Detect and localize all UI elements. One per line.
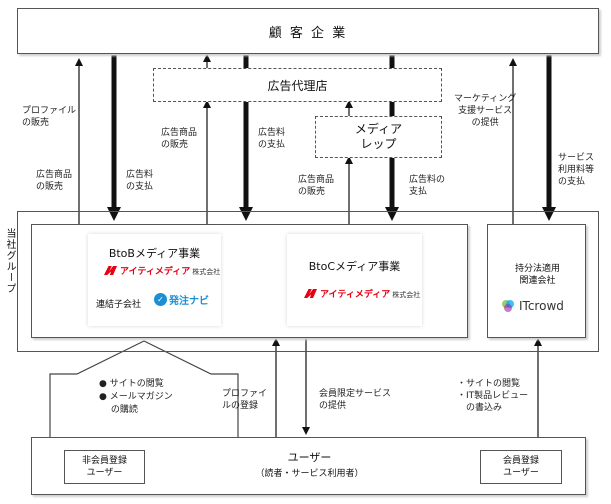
btob-itmedia-logo: アイティメディア株式会社 — [104, 264, 220, 277]
non-member-label: 非会員登録 ユーザー — [81, 456, 127, 478]
btoc-title: BtoCメディア事業 — [308, 260, 401, 273]
label-site-browse: ● サイトの閲覧 ● メールマガジン の購読 — [99, 379, 173, 415]
group-outer-box — [17, 211, 599, 352]
label-ad-product-sale-2: 広告商品 の販売 — [161, 128, 198, 150]
btob-logo-text: アイティメディア — [120, 267, 191, 277]
label-marketing: マーケティング 支援サービス の提供 — [454, 94, 517, 128]
btoc-logo-text: アイティメディア — [320, 290, 391, 300]
itmedia-logo-icon — [104, 266, 117, 275]
affiliate-title: 持分法適用 関連会社 — [514, 264, 560, 286]
hacchu-navi-icon: ✓ — [154, 293, 167, 306]
agency-box: 広告代理店 — [153, 68, 442, 102]
agency-label: 広告代理店 — [267, 78, 328, 93]
btob-card: BtoBメディア事業 アイティメディア株式会社 連結子会社 ✓ 発注ナビ — [88, 234, 221, 326]
itmedia-logo-icon — [304, 289, 317, 298]
btob-title: BtoBメディア事業 — [108, 247, 201, 260]
customer-label: 顧 客 企 業 — [268, 25, 348, 41]
btoc-logo-sub: 株式会社 — [392, 291, 421, 299]
label-profile-register: プロファイ ルの登録 — [222, 389, 268, 411]
btoc-itmedia-logo: アイティメディア株式会社 — [304, 287, 420, 300]
non-member-box: 非会員登録 ユーザー — [64, 450, 145, 484]
label-service-fee: サービス 利用料等 の支払 — [558, 153, 595, 187]
label-site-review: ・サイトの閲覧 ・IT製品レビュー の書込み — [457, 379, 529, 413]
media-rep-label: メディア レップ — [354, 122, 403, 151]
member-label: 会員登録 ユーザー — [502, 456, 539, 478]
media-rep-box: メディア レップ — [315, 116, 442, 158]
group-side-label: 当社グループ — [4, 228, 15, 294]
hacchu-navi-logo: ✓ 発注ナビ — [154, 292, 209, 307]
affiliate-box: 持分法適用 関連会社 ITcrowd — [487, 224, 586, 338]
label-member-service: 会員限定サービス の提供 — [319, 389, 392, 411]
label-ad-fee-pay-2: 広告料 の支払 — [258, 128, 286, 150]
btoc-card: BtoCメディア事業 アイティメディア株式会社 — [287, 234, 422, 326]
customer-box: 顧 客 企 業 — [17, 8, 599, 54]
label-ad-fee-pay-3: 広告料の 支払 — [409, 175, 446, 197]
btob-logo-sub: 株式会社 — [192, 268, 221, 276]
label-profile-sale: プロファイル の販売 — [22, 106, 77, 128]
subsidiary-label: 連結子会社 — [96, 300, 142, 310]
label-ad-fee-pay-1: 広告料 の支払 — [126, 170, 154, 192]
user-subtitle: （読者・サービス利用者） — [255, 469, 364, 479]
itcrowd-logo: ITcrowd — [500, 298, 564, 314]
user-title: ユーザー — [287, 451, 332, 464]
label-ad-product-sale-3: 広告商品 の販売 — [298, 175, 335, 197]
member-box: 会員登録 ユーザー — [480, 450, 562, 484]
big-hollow-arrow — [49, 340, 239, 437]
itcrowd-icon — [502, 300, 514, 312]
label-ad-product-sale-1: 広告商品 の販売 — [36, 170, 73, 192]
